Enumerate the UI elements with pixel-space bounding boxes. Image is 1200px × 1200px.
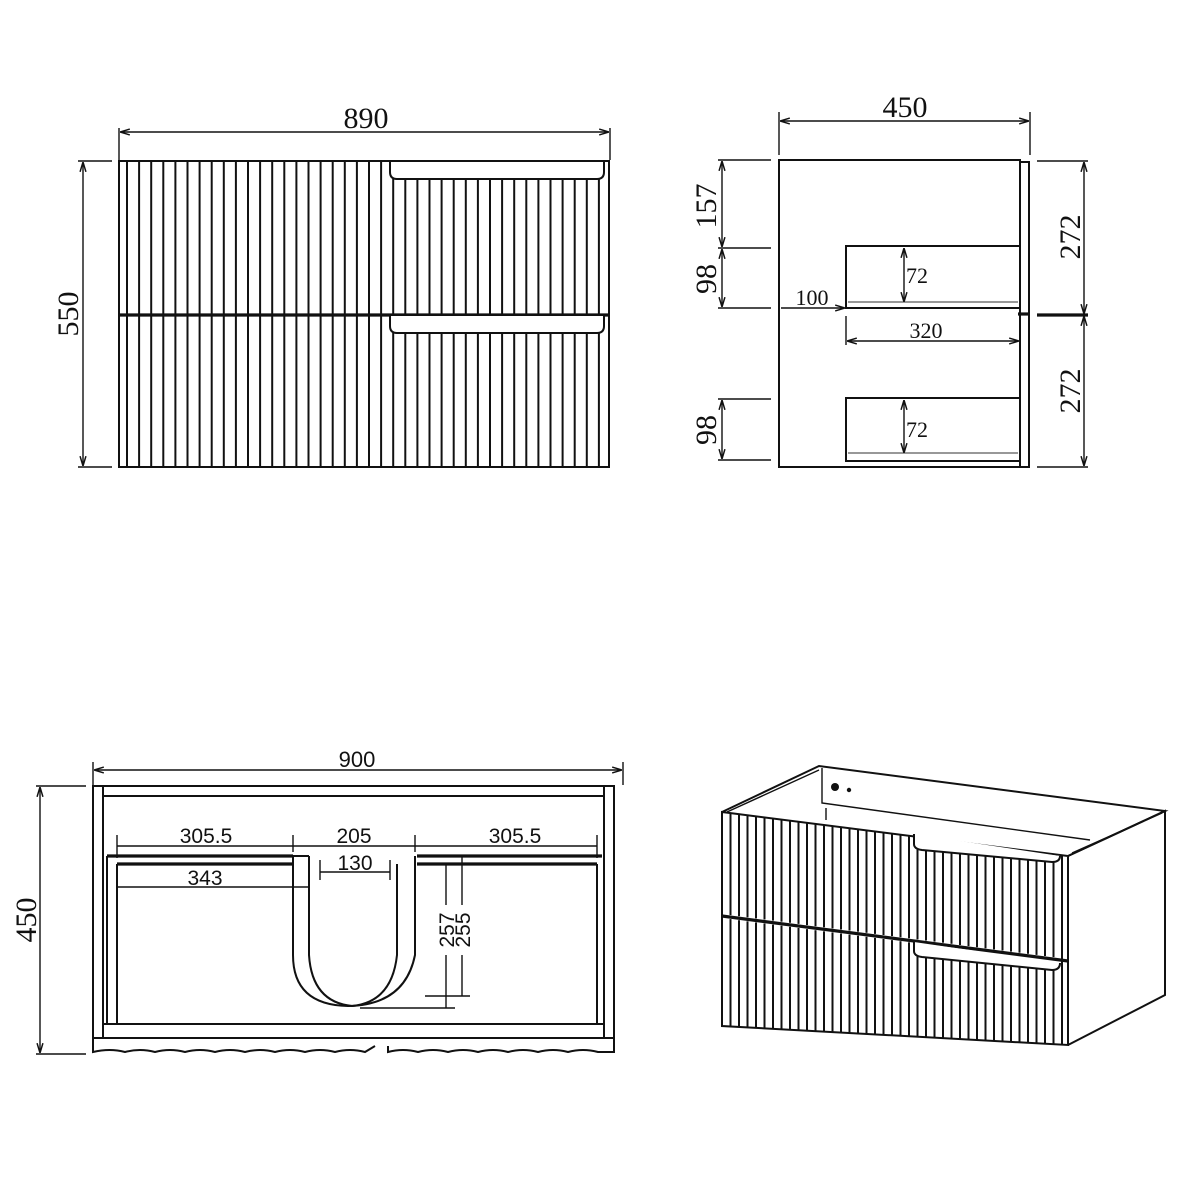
plan-right-section-label: 305.5 (489, 825, 542, 848)
perspective-view (721, 764, 1169, 1047)
right-side-panel (1067, 809, 1166, 1046)
front-height-label: 550 (52, 292, 85, 337)
plan-front-fluted-edge-right (387, 1038, 615, 1054)
plan-cutout-depth-inner-label: 255 (452, 912, 475, 947)
plan-view: 900 450 305.5 205 305.5 (10, 747, 624, 1055)
perspective-drawer-divider (721, 914, 1069, 963)
side-cabinet-outline (778, 159, 1021, 468)
fluted-panel (126, 162, 600, 466)
siphon-cutout-inner (308, 856, 398, 1008)
top-offset-label: 157 (690, 184, 723, 229)
side-left-dimensions: 157 98 98 (690, 159, 771, 461)
top-drawer-handle (389, 162, 605, 180)
upper-drawer-box (845, 245, 1021, 309)
side-depth-label: 450 (883, 91, 928, 124)
plan-left-section-label: 305.5 (180, 825, 233, 848)
plan-cutout-depth-outer-label: 257 (436, 912, 459, 947)
bottom-drawer-height-label: 272 (1054, 369, 1087, 414)
plan-front-fluted-edge-left (92, 1038, 376, 1054)
side-view: 450 72 72 100 320 157 98 (690, 91, 1088, 468)
plan-cutout-width-label: 205 (336, 825, 371, 848)
top-drawer-height-label: 272 (1054, 215, 1087, 260)
upper-box-inner-height: 72 (906, 263, 928, 288)
side-right-dimensions: 272 272 (1037, 160, 1088, 468)
front-view: 890 550 (52, 102, 611, 468)
front-height-dimension: 550 (52, 160, 112, 468)
upper-box-height-label: 98 (690, 264, 723, 294)
lower-box-inner-height: 72 (906, 417, 928, 442)
box-depth-label: 320 (910, 318, 943, 343)
lower-drawer-box (845, 397, 1021, 462)
plumbing-hole-large (831, 783, 839, 791)
perspective-top-handle (913, 834, 1061, 864)
perspective-fluted-panel (729, 813, 1055, 1045)
plan-width-label: 900 (339, 747, 376, 772)
lower-box-height-label: 98 (690, 415, 723, 445)
box-setback-label: 100 (796, 285, 829, 310)
plumbing-hole-small (846, 787, 852, 793)
side-depth-dimension: 450 (778, 91, 1031, 155)
plan-drawer-inner-label: 343 (187, 867, 222, 890)
front-width-dimension: 890 (118, 102, 611, 160)
plan-inner-cutout-label: 130 (337, 852, 372, 875)
plan-outer-frame (92, 785, 615, 1039)
plan-depth-label: 450 (10, 898, 43, 943)
front-width-label: 890 (344, 102, 389, 135)
bottom-drawer-handle (389, 316, 605, 334)
perspective-bottom-handle (913, 942, 1061, 972)
